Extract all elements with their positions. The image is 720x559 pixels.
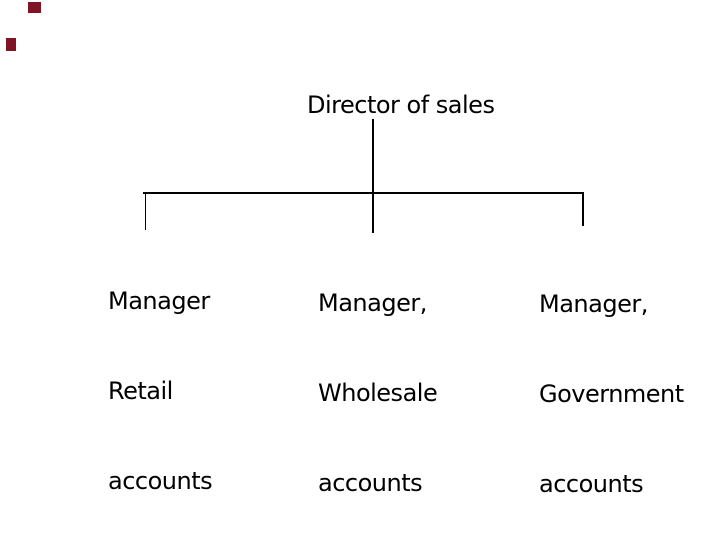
label-line: accounts bbox=[539, 470, 644, 498]
node-label-government: Manager, Government accounts bbox=[539, 229, 684, 559]
label-line: Government bbox=[539, 380, 684, 408]
decor-fragment-top bbox=[28, 2, 41, 13]
label-line: accounts bbox=[108, 467, 213, 495]
label-line: Manager bbox=[108, 287, 210, 315]
connector-right-vertical bbox=[582, 192, 584, 226]
org-root-title: Director of sales bbox=[307, 91, 495, 119]
label-line: Wholesale bbox=[318, 379, 438, 407]
node-label-wholesale: Manager, Wholesale accounts bbox=[318, 228, 438, 558]
label-line: Retail bbox=[108, 377, 173, 405]
label-line: Manager, bbox=[539, 290, 648, 318]
connector-root-vertical bbox=[372, 119, 374, 233]
decor-fragment-left bbox=[6, 38, 16, 51]
label-line: accounts bbox=[318, 469, 423, 497]
label-line: Manager, bbox=[318, 289, 427, 317]
node-label-retail: Manager Retail accounts bbox=[108, 226, 213, 556]
slide-canvas: Director of sales Manager Retail account… bbox=[6, 2, 685, 498]
connector-left-vertical bbox=[144, 192, 146, 230]
connector-horizontal bbox=[143, 192, 583, 194]
